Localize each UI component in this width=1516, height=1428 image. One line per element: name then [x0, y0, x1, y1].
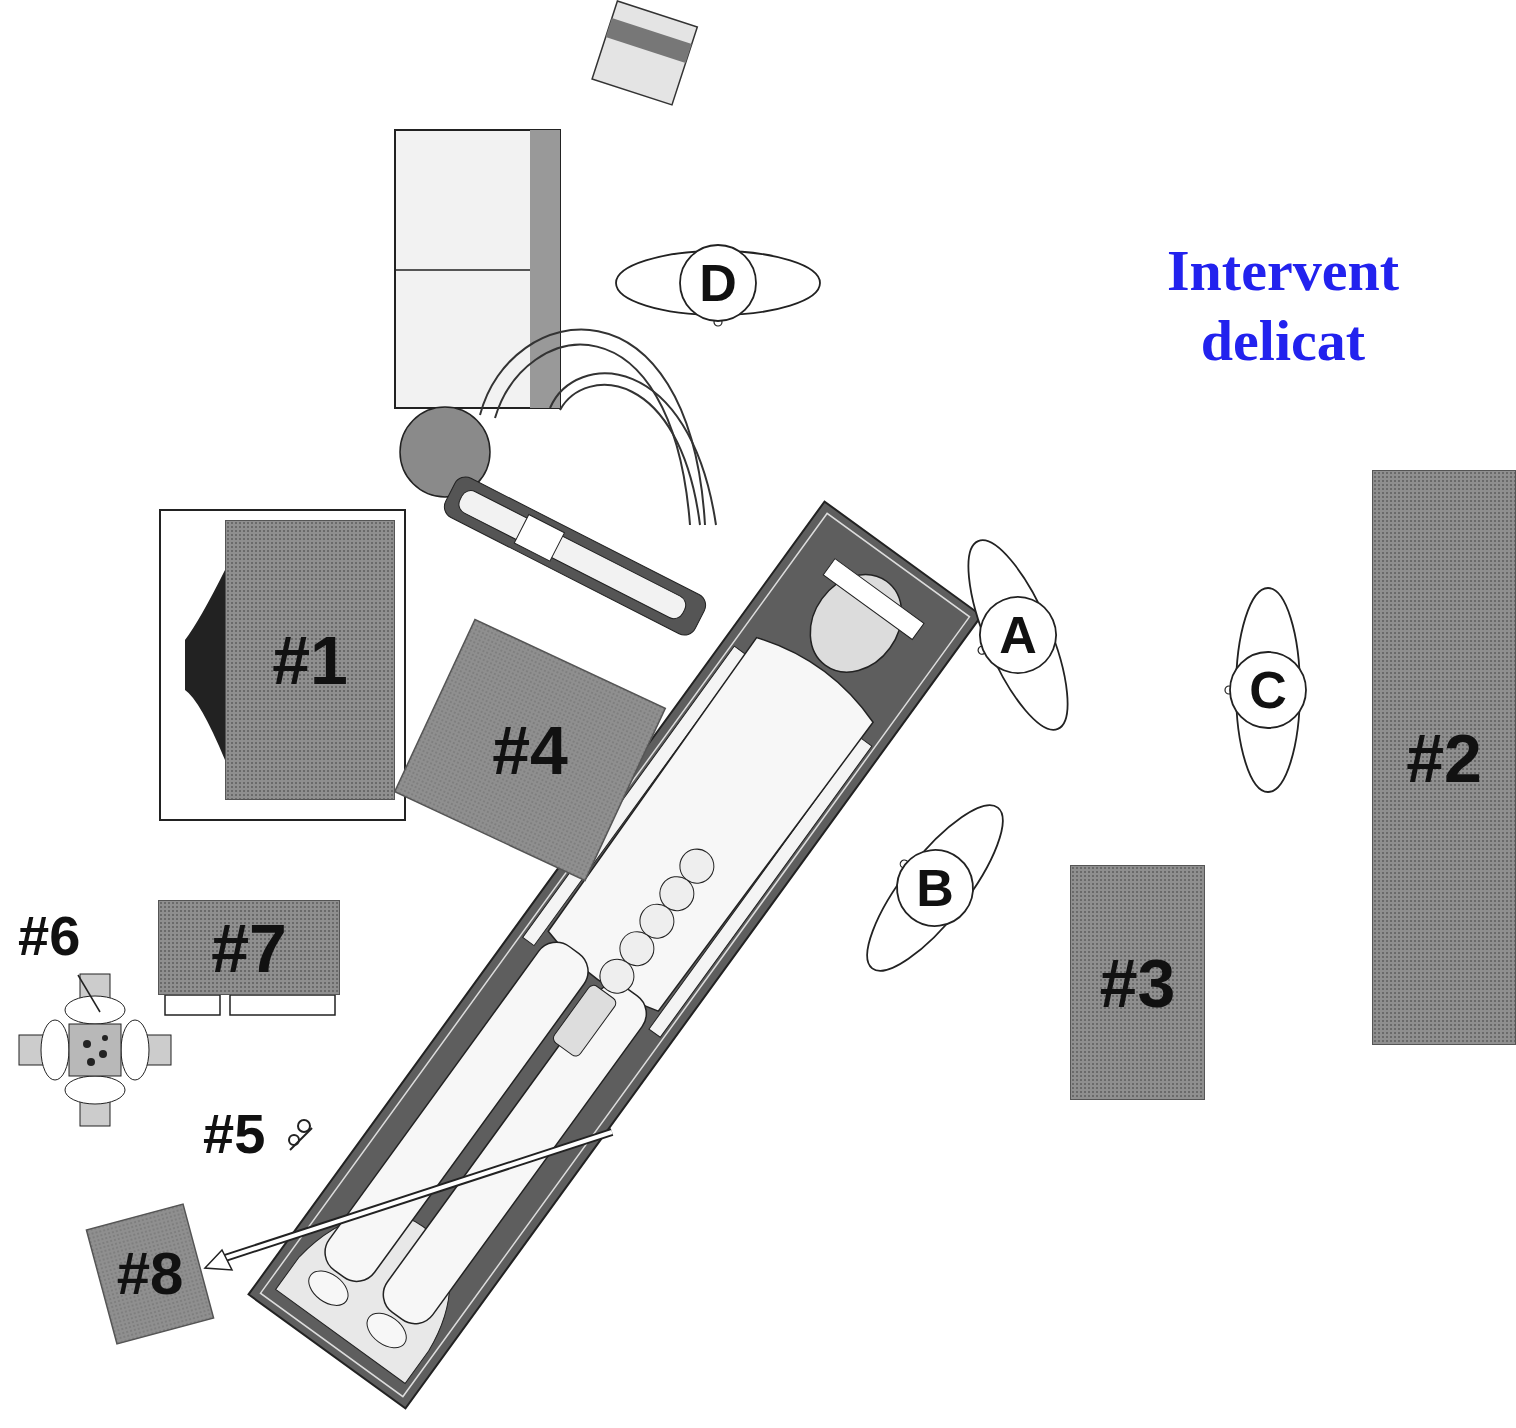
cabinet-outline [160, 510, 405, 820]
staff-letter: B [916, 862, 954, 914]
person: A [978, 595, 1058, 675]
leader-line [78, 975, 100, 1012]
person: B [895, 848, 975, 928]
callout-number: #5 [203, 1106, 265, 1162]
monitor [592, 1, 697, 105]
equipment-box: #7 [158, 900, 340, 995]
anesthesia-machine [395, 130, 560, 497]
equipment-box: #4 [425, 655, 635, 845]
title: Intervent delicat [1118, 236, 1448, 375]
person: C [1228, 650, 1308, 730]
breathing-tubes [480, 330, 716, 525]
equipment-box: #3 [1070, 865, 1205, 1100]
equipment-number: #7 [211, 914, 287, 982]
cart-feet [165, 995, 335, 1015]
surgical-lamp [19, 974, 171, 1126]
staff-letter: D [699, 257, 737, 309]
equipment-number: #3 [1100, 949, 1176, 1017]
equipment-number: #4 [492, 716, 568, 784]
arm-board [440, 473, 709, 639]
instrument-stand [289, 1120, 312, 1150]
scope-pole [205, 1132, 612, 1270]
person: D [678, 243, 758, 323]
staff-letter: C [1249, 664, 1287, 716]
equipment-number: #2 [1406, 724, 1482, 792]
equipment-box: #2 [1372, 470, 1516, 1045]
equipment-number: #1 [272, 626, 348, 694]
equipment-box: #8 [100, 1215, 200, 1333]
equipment-box: #1 [225, 520, 395, 800]
staff-letter: A [999, 609, 1037, 661]
equipment-number: #8 [117, 1244, 184, 1304]
callout-number: #6 [18, 908, 80, 964]
